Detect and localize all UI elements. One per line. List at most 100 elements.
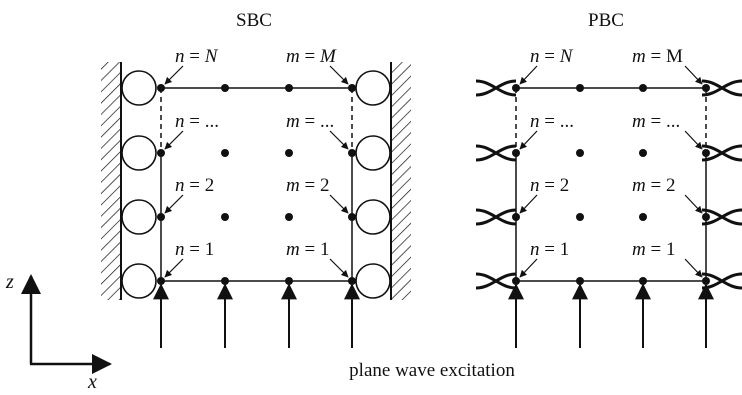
sbc-label-n-top: n = N (175, 46, 219, 67)
pbc-label-m-1: m = 1 (632, 239, 675, 260)
label-var: n (530, 239, 540, 260)
node (512, 213, 520, 221)
label-val: N (204, 46, 219, 67)
sbc-roller-left-3 (121, 135, 157, 171)
pointer-arrow (684, 194, 703, 214)
label-var: m (632, 111, 646, 132)
node (512, 277, 520, 285)
label-val: N (559, 46, 574, 67)
label-eq: = 1 (185, 239, 215, 260)
pointer-arrow (684, 258, 703, 278)
pointer-arrow (164, 65, 184, 85)
node (221, 213, 229, 221)
label-eq: = 1 (646, 239, 676, 260)
node (157, 213, 165, 221)
sbc-right-wall-hatch (391, 62, 411, 300)
pbc-nodes (512, 84, 710, 285)
node (221, 277, 229, 285)
excitation-caption: plane wave excitation (349, 360, 515, 381)
sbc-title: SBC (236, 10, 272, 31)
sbc-roller-right-4 (355, 70, 391, 106)
node (285, 149, 293, 157)
label-eq: = ... (300, 111, 334, 132)
sbc-roller-right-3 (355, 135, 391, 171)
pbc-label-m-top: m = M (632, 46, 683, 67)
label-eq: = (300, 46, 320, 67)
label-val: M (666, 46, 683, 67)
node (157, 84, 165, 92)
sbc-label-n-2: n = 2 (175, 175, 214, 196)
label-var: m (286, 111, 300, 132)
node (576, 149, 584, 157)
pbc-label-n-2: n = 2 (530, 175, 569, 196)
pbc-excitation-arrows (508, 283, 714, 348)
x-axis-label: x (87, 371, 97, 390)
label-val: M (319, 46, 337, 67)
node (639, 277, 647, 285)
node (348, 213, 356, 221)
label-var: n (175, 175, 185, 196)
node (702, 149, 710, 157)
pointer-arrow (519, 130, 538, 150)
pbc-title: PBC (588, 10, 624, 31)
pointer-arrow (164, 130, 184, 150)
pointer-arrow (684, 130, 703, 150)
sbc-label-m-2: m = 2 (286, 175, 329, 196)
label-var: m (632, 239, 646, 260)
label-eq: = ... (540, 111, 574, 132)
sbc-excitation-arrows (153, 283, 360, 348)
sbc-roller-left-1 (121, 263, 157, 299)
node (512, 84, 520, 92)
label-eq: = (540, 46, 560, 67)
label-var: m (632, 46, 646, 67)
pbc-panel: n = N m = M n = ... m = ... n = 2 m = 2 … (475, 46, 742, 348)
label-eq: = 2 (300, 175, 330, 196)
pbc-label-n-top: n = N (530, 46, 574, 67)
sbc-label-m-top: m = M (286, 46, 337, 67)
sbc-label-n-1: n = 1 (175, 239, 214, 260)
node (348, 84, 356, 92)
node (576, 277, 584, 285)
sbc-label-n-dots: n = ... (175, 111, 219, 132)
label-eq: = ... (185, 111, 219, 132)
node (285, 277, 293, 285)
sbc-roller-left-2 (121, 199, 157, 235)
pointer-arrow (329, 65, 349, 85)
node (285, 213, 293, 221)
node (639, 213, 647, 221)
sbc-nodes (157, 84, 356, 285)
label-eq: = 2 (185, 175, 215, 196)
label-var: m (632, 175, 646, 196)
label-eq: = 1 (540, 239, 570, 260)
pbc-label-n-dots: n = ... (530, 111, 574, 132)
node (157, 149, 165, 157)
label-var: m (286, 175, 300, 196)
node (639, 84, 647, 92)
label-var: n (175, 111, 185, 132)
label-var: n (175, 46, 185, 67)
node (702, 213, 710, 221)
pointer-arrow (684, 65, 703, 85)
node (157, 277, 165, 285)
sbc-panel: n = N m = M n = ... m = ... n = 2 m = 2 … (101, 46, 411, 348)
sbc-roller-right-2 (355, 199, 391, 235)
periodic-link-icon (475, 79, 742, 97)
pbc-label-m-dots: m = ... (632, 111, 680, 132)
node (221, 149, 229, 157)
sbc-roller-left-4 (121, 70, 157, 106)
pointer-arrow (519, 194, 538, 214)
pbc-label-m-2: m = 2 (632, 175, 675, 196)
sbc-roller-right-1 (355, 263, 391, 299)
coordinate-axes (21, 274, 112, 374)
node (639, 149, 647, 157)
label-eq: = 2 (646, 175, 676, 196)
pointer-arrow (519, 65, 538, 85)
label-var: n (530, 175, 540, 196)
node (512, 149, 520, 157)
z-axis-label: z (5, 271, 14, 293)
pbc-label-n-1: n = 1 (530, 239, 569, 260)
sbc-pointer-arrows (164, 65, 349, 278)
pointer-arrow (519, 258, 538, 278)
label-var: n (530, 111, 540, 132)
